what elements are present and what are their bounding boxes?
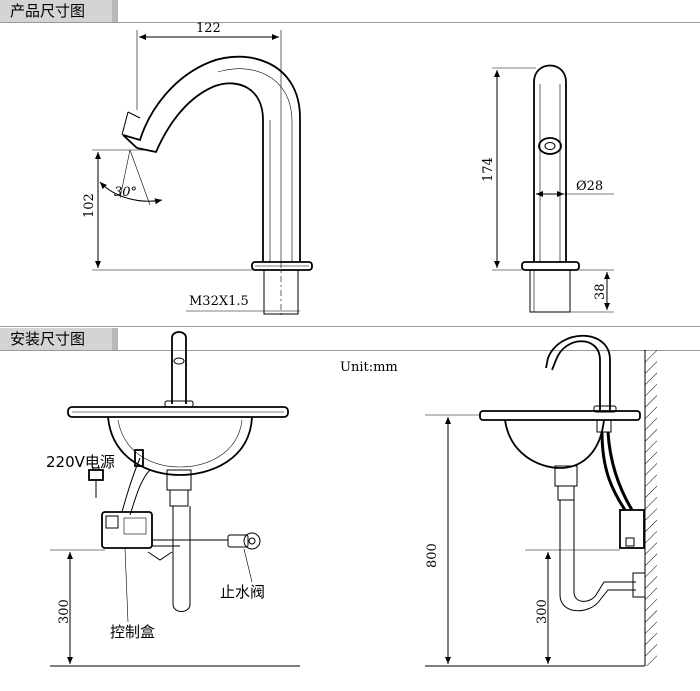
box-height-left-text: 300: [57, 599, 72, 624]
faucet-side-view: [121, 55, 313, 316]
divider-install: [0, 350, 700, 351]
dim-diameter-text: Ø28: [576, 179, 603, 194]
divider-middle: [0, 326, 700, 327]
dim-spout-height-text: 102: [82, 193, 97, 218]
faucet-front-view: [521, 64, 580, 313]
section-title-product: 产品尺寸图: [0, 0, 118, 22]
dim-width-text: 122: [196, 21, 221, 36]
dimension-width: 122: [136, 21, 282, 262]
dim-thread-text: M32X1.5: [189, 294, 249, 309]
counter-height-text: 800: [425, 543, 440, 568]
power-label: 220V电源: [46, 453, 115, 471]
dimension-base-height: 38: [570, 269, 614, 313]
dimension-diameter: Ø28: [536, 179, 614, 197]
dim-angle-text: 30°: [114, 185, 137, 200]
install-side-view: [425, 334, 657, 666]
box-height-right-text: 300: [535, 599, 550, 624]
unit-label: Unit:mm: [340, 360, 398, 375]
dim-height-text: 174: [481, 157, 496, 182]
install-front-view: [67, 331, 289, 612]
valve-label: 止水阀: [220, 583, 265, 601]
divider-top: [0, 22, 700, 23]
dim-base-height-text: 38: [593, 283, 608, 300]
dimension-thread: M32X1.5: [186, 294, 300, 312]
dimension-spout-height: 102: [82, 149, 252, 271]
dimension-height: 174: [481, 67, 536, 271]
control-box-label: 控制盒: [110, 623, 155, 641]
dimension-angle: 30°: [99, 149, 163, 206]
section-title-install: 安装尺寸图: [0, 328, 118, 350]
